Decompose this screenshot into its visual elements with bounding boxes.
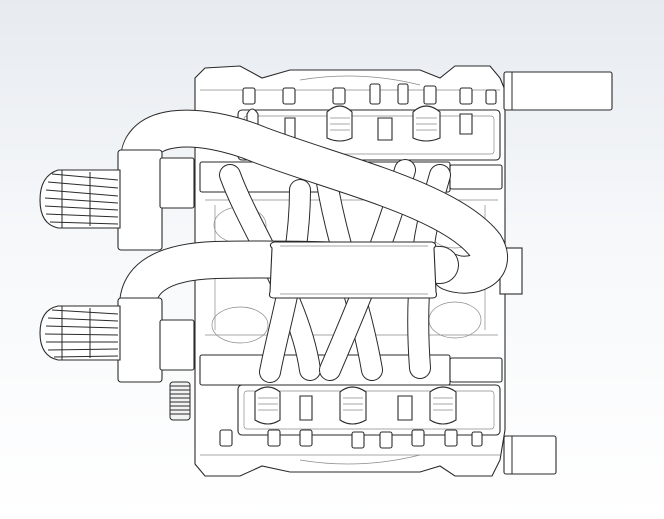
pulley[interactable] [169, 381, 191, 421]
air-filter-top[interactable] [39, 169, 121, 229]
plenum[interactable] [268, 241, 438, 299]
exhaust-stub-bottom[interactable] [503, 435, 557, 475]
air-filter-bottom[interactable] [39, 305, 121, 361]
spark-plugs[interactable] [219, 83, 497, 449]
exhaust-stub-top[interactable] [503, 71, 613, 111]
filter-adapters[interactable] [117, 149, 195, 383]
